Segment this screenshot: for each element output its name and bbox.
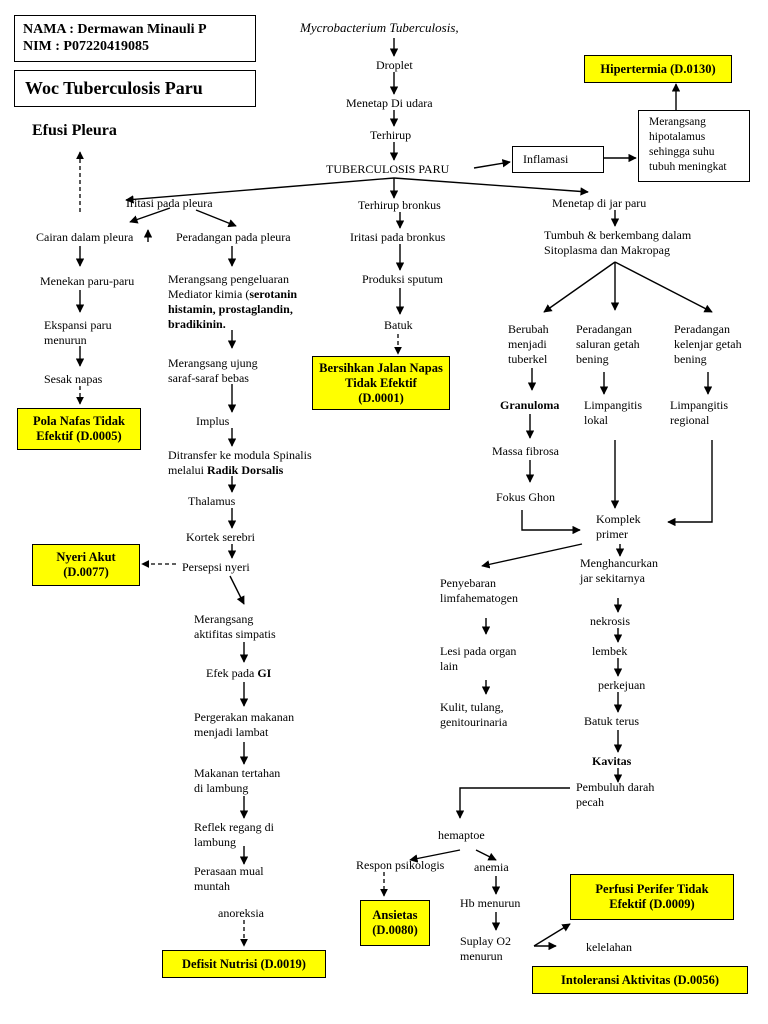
node-thalamus: Thalamus: [188, 494, 236, 508]
node-menetap-jar-paru: Menetap di jar paru: [552, 196, 647, 210]
node-ditransfer-line2: melalui Radik Dorsalis: [168, 463, 283, 478]
node-mediator-chemicals: histamin, prostaglandin, bradikinin.: [168, 302, 293, 331]
node-menetap-udara: Menetap Di udara: [346, 96, 433, 110]
node-pergerakan-makanan: Pergerakan makanan menjadi lambat: [194, 710, 295, 739]
node-terhirup: Terhirup: [370, 128, 412, 142]
node-kulit-tulang: Kulit, tulang, genitourinaria: [440, 700, 508, 729]
node-efusi-pleura: Efusi Pleura: [32, 122, 117, 139]
node-cairan-pleura: Cairan dalam pleura: [36, 230, 134, 244]
node-batuk: Batuk: [384, 318, 413, 332]
node-sesak-napas: Sesak napas: [44, 372, 103, 386]
node-nekrosis: nekrosis: [590, 614, 630, 628]
node-lesi-organ: Lesi pada organ lain: [440, 644, 517, 673]
node-droplet: Droplet: [376, 58, 413, 72]
node-menekan-paru: Menekan paru-paru: [40, 274, 135, 288]
ditransfer-text: melalui: [168, 463, 207, 477]
title-box: Woc Tuberculosis Paru: [14, 70, 256, 107]
node-persepsi-nyeri: Persepsi nyeri: [182, 560, 250, 574]
node-aktifitas-simpatis: Merangsang aktifitas simpatis: [194, 612, 276, 641]
diagnosis-hipertermia: Hipertermia (D.0130): [584, 55, 732, 83]
node-komplek-primer: Komplek primer: [596, 512, 641, 541]
node-cause: Mycrobacterium Tuberculosis,: [300, 20, 459, 35]
diagnosis-intoleransi-aktivitas: Intoleransi Aktivitas (D.0056): [532, 966, 748, 994]
node-iritasi-pleura: Iritasi pada pleura: [126, 196, 213, 210]
node-lembek: lembek: [592, 644, 628, 658]
node-hb-menurun: Hb menurun: [460, 896, 521, 910]
node-mediator-line2: Mediator kimia (serotanin: [168, 287, 297, 302]
node-tumbuh-berkembang: Tumbuh & berkembang dalam Sitoplasma dan…: [544, 228, 692, 257]
node-kortek-serebri: Kortek serebri: [186, 530, 255, 544]
node-ekspansi-paru: Ekspansi paru menurun: [44, 318, 112, 347]
node-saluran-getah: Peradangan saluran getah bening: [576, 322, 640, 366]
node-massa-fibrosa: Massa fibrosa: [492, 444, 559, 458]
mediator-text: Mediator kimia (: [168, 287, 250, 301]
node-granuloma: Granuloma: [500, 398, 560, 412]
node-peradangan-pleura: Peradangan pada pleura: [176, 230, 291, 244]
node-perkejuan: perkejuan: [598, 678, 646, 692]
mediator-serotanin: serotanin: [249, 287, 298, 301]
node-limpangitis-regional: Limpangitis regional: [670, 398, 728, 427]
radik-dorsalis: Radik Dorsalis: [207, 463, 284, 477]
diagnosis-nyeri-akut: Nyeri Akut (D.0077): [32, 544, 140, 586]
node-makanan-tertahan: Makanan tertahan di lambung: [194, 766, 281, 795]
node-anoreksia: anoreksia: [218, 906, 264, 920]
node-suplay-o2: Suplay O2 menurun: [460, 934, 511, 963]
diagnosis-bersihkan-jalan-napas: Bersihkan Jalan Napas Tidak Efektif (D.0…: [312, 356, 450, 410]
node-batuk-terus: Batuk terus: [584, 714, 639, 728]
node-limpangitis-lokal: Limpangitis lokal: [584, 398, 642, 427]
node-terhirup-bronkus: Terhirup bronkus: [358, 198, 441, 212]
node-pembuluh-darah: Pembuluh darah pecah: [576, 780, 655, 809]
student-name: NAMA : Dermawan Minauli P: [23, 22, 207, 37]
node-mediator-line1: Merangsang pengeluaran: [168, 272, 289, 286]
hipotalamus-box: Merangsang hipotalamus sehingga suhu tub…: [638, 110, 750, 182]
node-tb-paru: TUBERCULOSIS PARU: [326, 162, 450, 176]
node-kavitas: Kavitas: [592, 754, 632, 768]
node-menghancurkan: Menghancurkan jar sekitarnya: [580, 556, 658, 585]
node-implus: Implus: [196, 414, 230, 428]
diagram-title: Woc Tuberculosis Paru: [25, 78, 203, 98]
node-hemaptoe: hemaptoe: [438, 828, 485, 842]
node-ditransfer: Ditransfer ke modula Spinalis: [168, 448, 312, 462]
node-kelelahan: kelelahan: [586, 940, 632, 954]
efek-gi-bold: GI: [257, 666, 272, 680]
efek-gi-text: Efek pada: [206, 666, 258, 680]
node-iritasi-bronkus: Iritasi pada bronkus: [350, 230, 446, 244]
node-penyebaran: Penyebaran limfahematogen: [440, 576, 518, 605]
node-reflek-regang: Reflek regang di lambung: [194, 820, 274, 849]
student-info-box: NAMA : Dermawan Minauli P NIM : P0722041…: [14, 15, 256, 62]
student-nim: NIM : P07220419085: [23, 39, 149, 54]
node-ujung-saraf: Merangsang ujung saraf-saraf bebas: [168, 356, 258, 385]
node-tuberkel: Berubah menjadi tuberkel: [508, 322, 549, 366]
node-hipotalamus: Merangsang hipotalamus sehingga suhu tub…: [649, 116, 727, 173]
node-respon-psikologis: Respon psikologis: [356, 858, 445, 872]
node-efek-gi: Efek pada GI: [206, 666, 271, 681]
inflamasi-box: Inflamasi: [512, 146, 604, 173]
node-produksi-sputum: Produksi sputum: [362, 272, 444, 286]
node-anemia: anemia: [474, 860, 509, 874]
node-kelenjar-getah: Peradangan kelenjar getah bening: [674, 322, 742, 366]
node-mual-muntah: Perasaan mual muntah: [194, 864, 264, 893]
diagnosis-defisit-nutrisi: Defisit Nutrisi (D.0019): [162, 950, 326, 978]
diagnosis-ansietas: Ansietas (D.0080): [360, 900, 430, 946]
diagnosis-perfusi-perifer: Perfusi Perifer Tidak Efektif (D.0009): [570, 874, 734, 920]
node-fokus-ghon: Fokus Ghon: [496, 490, 556, 504]
diagnosis-pola-nafas: Pola Nafas Tidak Efektif (D.0005): [17, 408, 141, 450]
node-inflamasi: Inflamasi: [523, 152, 569, 166]
